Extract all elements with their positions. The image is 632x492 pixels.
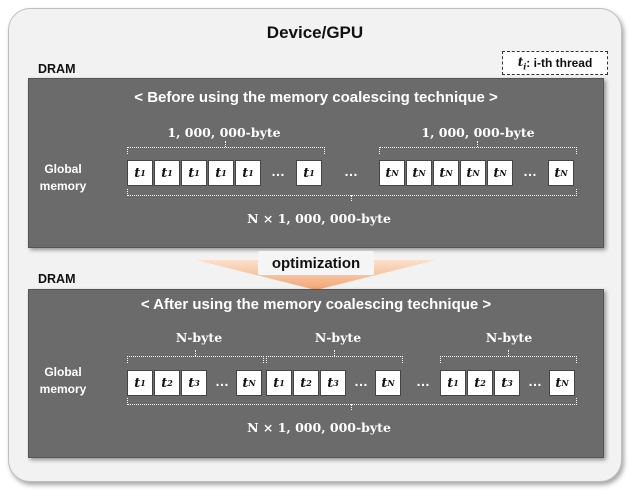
before-group2-bracket	[379, 147, 577, 154]
after-total-bracket-tick	[351, 404, 352, 410]
dram-label-after: DRAM	[38, 272, 76, 286]
before-group2-bracket-tick	[477, 141, 478, 147]
legend-symbol: ti	[517, 54, 527, 72]
before-title: < Before using the memory coalescing tec…	[134, 89, 498, 106]
before-panel: < Before using the memory coalescing tec…	[28, 78, 604, 248]
after-group1-bracket	[127, 356, 264, 363]
before-group1-size: 1, 000, 000-byte	[167, 125, 281, 140]
before-ellipsis-mid: …	[344, 163, 358, 179]
legend-text: : i-th thread	[526, 56, 593, 70]
after-group1-size: N-byte	[175, 330, 223, 345]
after-ellipsis: …	[528, 373, 542, 389]
after-group3-bracket-tick	[507, 350, 509, 356]
device-title: Device/GPU	[266, 23, 364, 42]
before-total-bracket	[127, 189, 577, 196]
after-ellipsis: …	[215, 373, 229, 389]
arrow-shape	[196, 260, 436, 290]
thread-legend: ti : i-th thread	[502, 51, 608, 75]
before-group1-bracket	[127, 147, 325, 154]
before-ellipsis: …	[523, 163, 537, 179]
after-group1-bracket-tick	[194, 350, 196, 356]
after-panel: < After using the memory coalescing tech…	[28, 289, 604, 458]
dram-label-before: DRAM	[38, 62, 76, 76]
after-title: < After using the memory coalescing tech…	[140, 296, 492, 313]
before-total-size: N × 1, 000, 000-byte	[247, 211, 391, 226]
after-total-bracket	[127, 398, 577, 405]
after-ellipsis-mid: …	[416, 373, 430, 389]
after-group2-size: N-byte	[314, 330, 362, 345]
before-group2-size: 1, 000, 000-byte	[421, 125, 535, 140]
before-ellipsis: …	[271, 163, 285, 179]
before-group1-bracket-tick	[225, 141, 226, 147]
after-group2-bracket-tick	[333, 350, 335, 356]
before-total-bracket-tick	[351, 195, 352, 201]
after-total-size: N × 1, 000, 000-byte	[247, 420, 391, 435]
optimization-label: optimization	[258, 251, 374, 275]
after-group2-bracket	[266, 356, 403, 363]
after-ellipsis: …	[354, 373, 368, 389]
after-group3-size: N-byte	[485, 330, 533, 345]
after-group3-bracket	[440, 356, 577, 363]
